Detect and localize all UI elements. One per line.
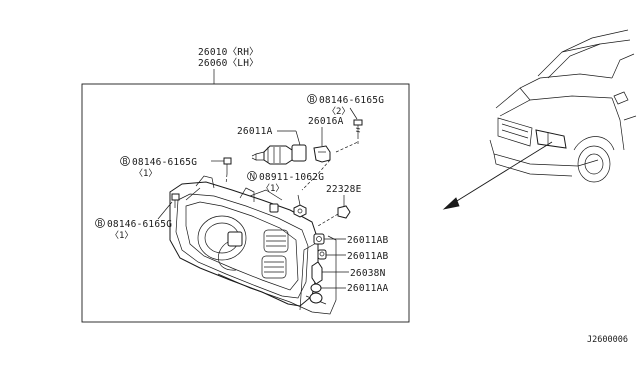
label-bolt-bottom: 08146-6165G	[107, 219, 172, 230]
leader-bolt-top	[349, 107, 358, 120]
label-bolt-left: 08146-6165G	[132, 157, 197, 168]
qty-bolt-left: 〈1〉	[134, 168, 157, 179]
label-side-bulb-2: 26011AB	[347, 251, 389, 262]
clip-icon	[337, 205, 351, 219]
dash-bracket-2	[301, 159, 331, 191]
side-lamp-bulb-icon	[309, 283, 323, 304]
leader-bolt-bottom	[157, 201, 173, 220]
assembly-part-rh: 26010〈RH〉	[198, 47, 259, 58]
bolt-prefix-circle-top	[307, 94, 317, 104]
label-side-bulb-1: 26011AB	[347, 235, 389, 246]
dash-clip	[317, 213, 339, 227]
assembly-part-lh: 26060〈LH〉	[198, 58, 259, 69]
side-lamp-icon	[311, 261, 323, 285]
label-side-lamp-bulb: 26011AA	[347, 283, 389, 294]
label-clip: 22328E	[326, 184, 362, 195]
bolt-prefix-circle-bottom	[95, 218, 105, 228]
bolt-prefix-circle-left	[120, 156, 130, 166]
leader-nut	[297, 194, 301, 206]
label-bulb-socket: 26011A	[237, 126, 273, 137]
nut-prefix-circle	[247, 171, 257, 181]
bolt-prefix-left: B	[123, 157, 128, 166]
side-bulb-2-icon	[317, 249, 327, 260]
diagram-reference-code: J2600006	[587, 335, 628, 345]
vehicle-front-illustration	[489, 29, 637, 183]
label-bracket: 26016A	[308, 116, 344, 127]
location-arrow	[442, 141, 553, 210]
bulb-socket-part	[251, 144, 307, 165]
qty-nut: 〈1〉	[261, 183, 284, 194]
bracket-part	[313, 145, 331, 163]
bolt-left-icon	[223, 157, 232, 174]
label-side-lamp: 26038N	[350, 268, 386, 279]
qty-bolt-bottom: 〈1〉	[110, 230, 133, 241]
bolt-top-icon	[353, 119, 363, 136]
bolt-prefix-top: B	[310, 95, 315, 104]
dash-bracket	[335, 141, 359, 153]
headlamp-housing	[169, 175, 319, 307]
side-bulb-1-icon	[313, 233, 325, 245]
leader-bulb-socket-2	[295, 130, 301, 146]
bolt-prefix-bottom: B	[98, 219, 103, 228]
label-nut: 08911-1062G	[259, 172, 324, 183]
nut-prefix: N	[250, 172, 256, 181]
assembly-frame	[81, 83, 410, 323]
nut-icon	[293, 204, 307, 218]
label-bolt-top: 08146-6165G	[319, 95, 384, 106]
nut-2-icon	[269, 203, 279, 213]
bolt-bottom-icon	[171, 193, 180, 208]
qty-bolt-top: 〈2〉	[327, 106, 350, 117]
dash-bolt-left	[225, 173, 228, 185]
